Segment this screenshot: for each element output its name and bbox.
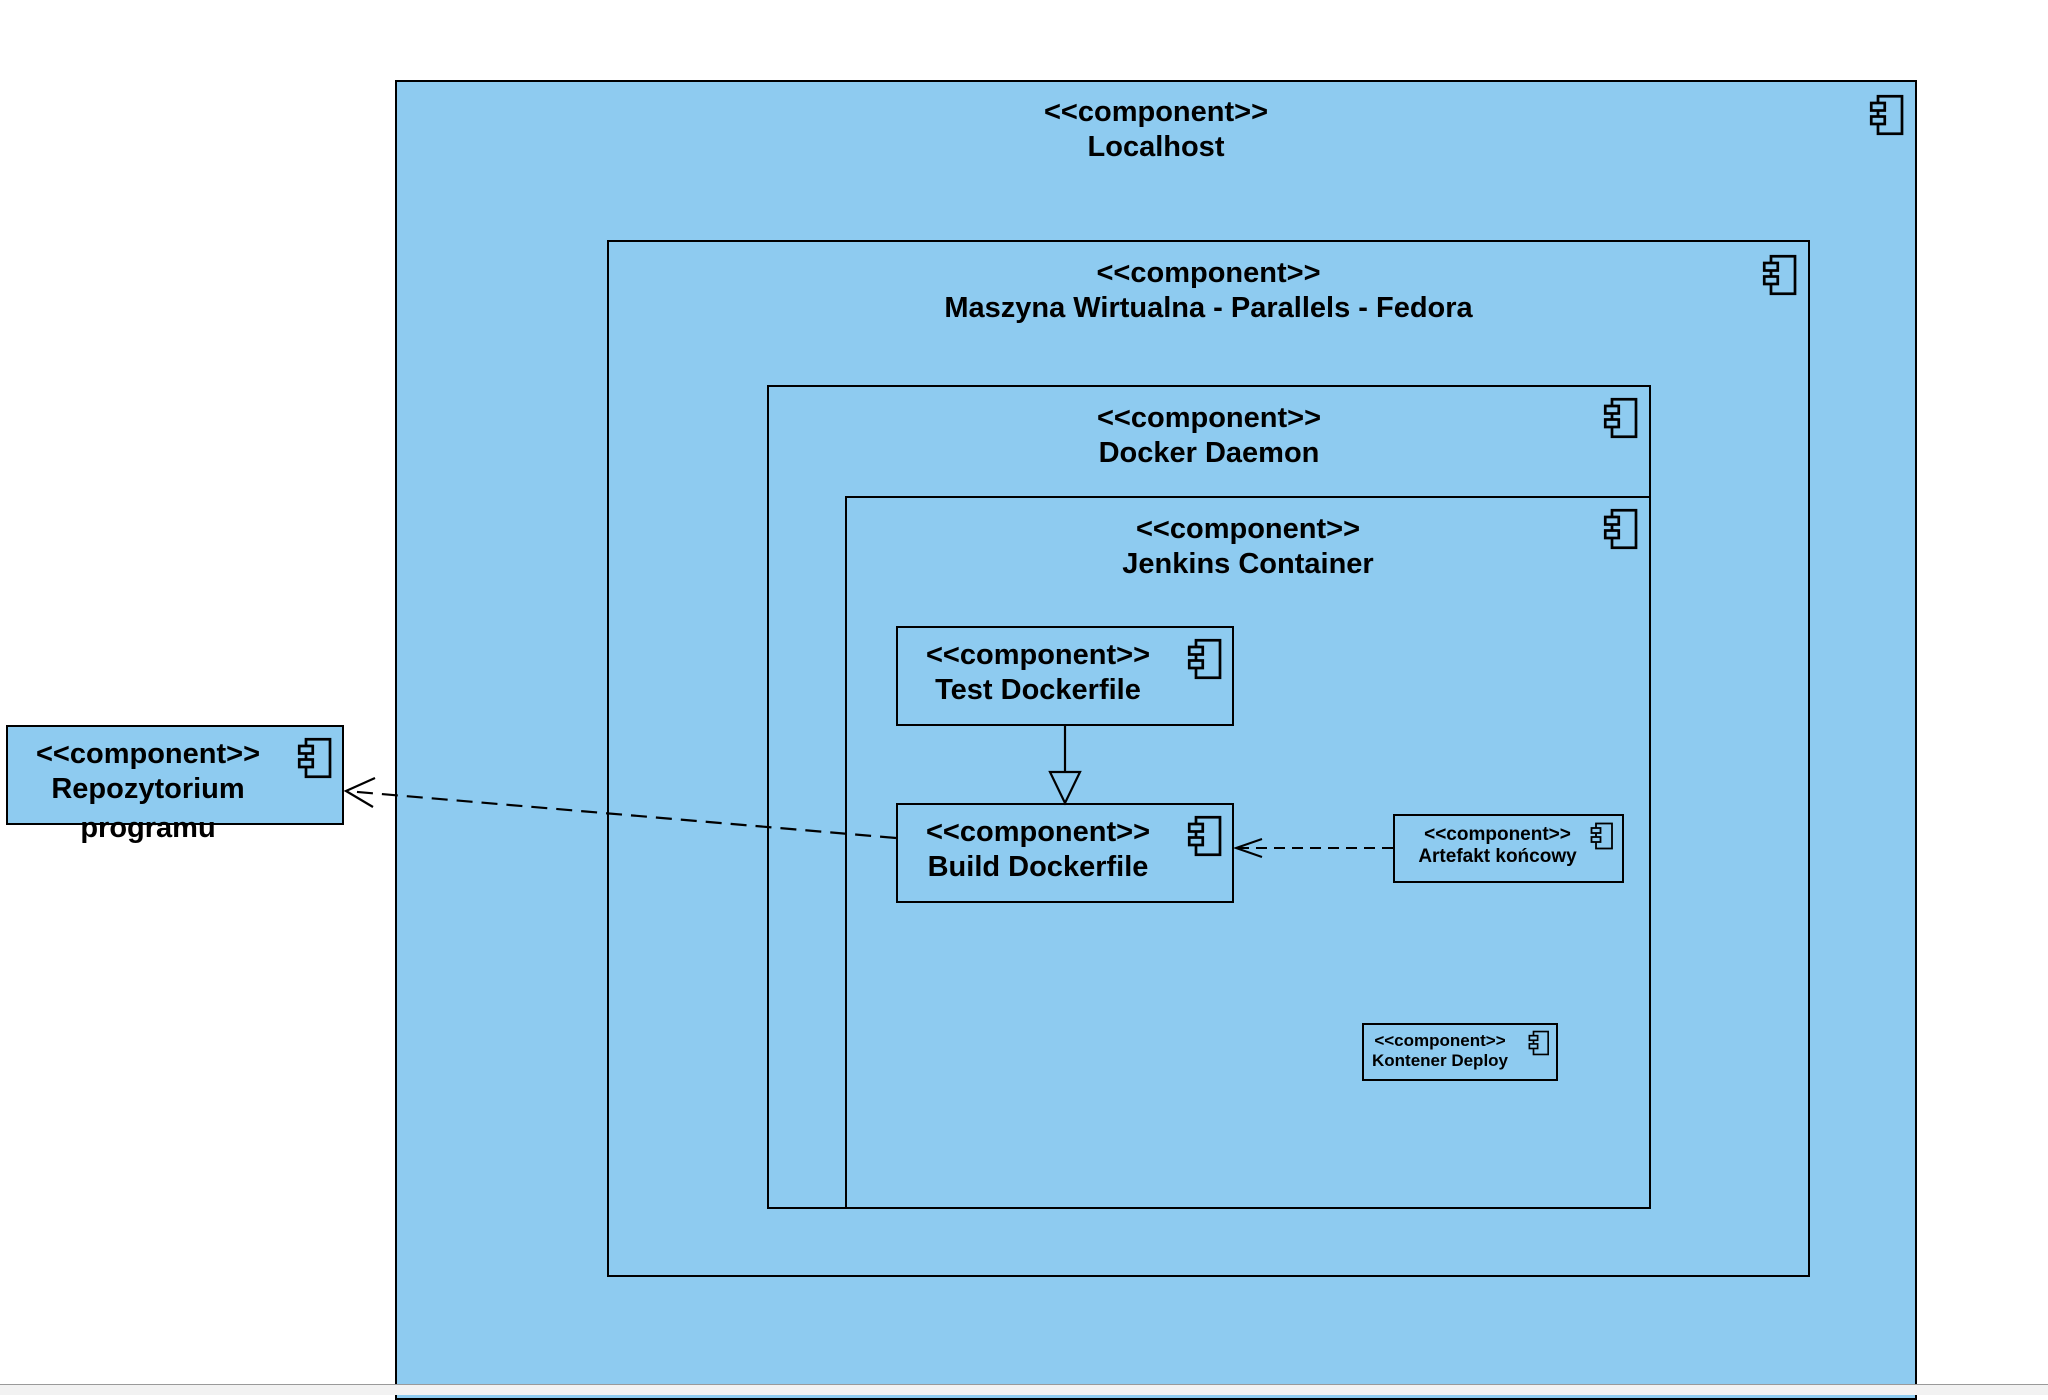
component-jenkins-stereotype: <<component>> — [1135, 513, 1360, 545]
component-test-dockerfile[interactable]: <<component>> Test Dockerfile — [896, 626, 1234, 726]
component-jenkins-name: Jenkins Container — [1122, 548, 1374, 580]
component-kontener-deploy[interactable]: <<component>> Kontener Deploy — [1362, 1023, 1558, 1081]
component-docker-daemon-header: <<component>> Docker Daemon — [769, 401, 1649, 471]
component-icon — [1187, 815, 1222, 857]
component-icon — [1528, 1030, 1549, 1056]
component-build-dockerfile[interactable]: <<component>> Build Dockerfile — [896, 803, 1234, 903]
component-docker-daemon-name: Docker Daemon — [1098, 437, 1320, 469]
component-repozytorium-name-line1: Repozytorium — [51, 773, 245, 805]
component-repozytorium-stereotype: <<component>> — [35, 738, 260, 770]
component-repozytorium-name-line2: programu — [80, 812, 216, 844]
component-test-dockerfile-header: <<component>> Test Dockerfile — [898, 638, 1178, 708]
component-icon — [1762, 254, 1797, 296]
component-build-dockerfile-stereotype: <<component>> — [925, 816, 1150, 848]
component-artefakt[interactable]: <<component>> Artefakt końcowy — [1393, 814, 1624, 883]
component-icon — [1603, 397, 1638, 439]
component-artefakt-header: <<component>> Artefakt końcowy — [1395, 824, 1600, 868]
component-artefakt-stereotype: <<component>> — [1424, 824, 1571, 845]
component-icon — [297, 737, 332, 779]
component-icon — [1869, 94, 1904, 136]
generalization-test-to-build — [1048, 726, 1082, 806]
component-build-dockerfile-name: Build Dockerfile — [927, 851, 1149, 883]
window-bottom-edge — [0, 1384, 2048, 1395]
component-test-dockerfile-stereotype: <<component>> — [925, 639, 1150, 671]
component-localhost-name: Localhost — [1087, 131, 1225, 163]
component-vm-header: <<component>> Maszyna Wirtualna - Parall… — [609, 256, 1808, 326]
dependency-build-to-repo — [343, 776, 897, 840]
component-icon — [1187, 638, 1222, 680]
dependency-artefakt-to-build — [1232, 838, 1393, 858]
component-vm-stereotype: <<component>> — [1096, 257, 1321, 289]
component-jenkins-header: <<component>> Jenkins Container — [847, 512, 1649, 582]
component-kontener-deploy-stereotype: <<component>> — [1374, 1031, 1506, 1050]
component-repozytorium-header: <<component>> Repozytorium programu — [8, 737, 288, 844]
component-localhost-header: <<component>> Localhost — [397, 95, 1915, 165]
component-docker-daemon-stereotype: <<component>> — [1096, 402, 1321, 434]
component-kontener-deploy-header: <<component>> Kontener Deploy — [1364, 1031, 1516, 1071]
component-repozytorium[interactable]: <<component>> Repozytorium programu — [6, 725, 344, 844]
component-localhost-stereotype: <<component>> — [1043, 96, 1268, 128]
component-icon — [1590, 822, 1613, 850]
component-vm-name: Maszyna Wirtualna - Parallels - Fedora — [944, 292, 1473, 324]
component-kontener-deploy-name: Kontener Deploy — [1371, 1051, 1509, 1070]
component-build-dockerfile-header: <<component>> Build Dockerfile — [898, 815, 1178, 885]
component-artefakt-name: Artefakt końcowy — [1418, 846, 1577, 867]
component-test-dockerfile-name: Test Dockerfile — [935, 674, 1141, 706]
component-icon — [1603, 508, 1638, 550]
